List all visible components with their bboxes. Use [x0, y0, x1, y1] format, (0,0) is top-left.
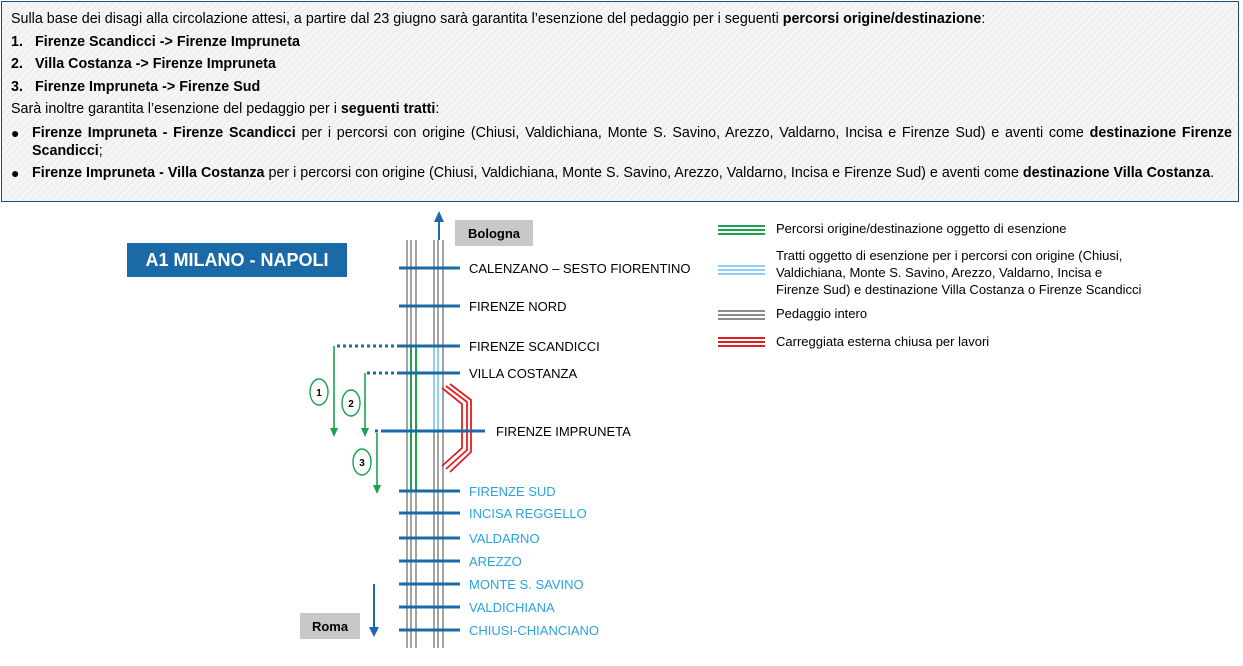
- route-badge-1: [309, 378, 329, 406]
- route-arrows: [333, 346, 378, 487]
- station-label: FIRENZE SCANDICCI: [469, 339, 600, 354]
- station-label: CALENZANO – SESTO FIORENTINO: [469, 261, 691, 276]
- route-badge-2: [341, 389, 361, 417]
- bullet-dest: destinazione Firenze Scandicci: [32, 124, 1232, 159]
- south-arrow-icon: [369, 627, 379, 637]
- route-text: Firenze Scandicci -> Firenze Impruneta: [35, 33, 300, 50]
- bullet-bold: Firenze Impruneta - Villa Costanza: [32, 164, 265, 181]
- bullet-dest: destinazione Villa Costanza: [1022, 164, 1211, 181]
- station-label: FIRENZE IMPRUNETA: [496, 424, 631, 439]
- legend-swatch-red: [718, 337, 765, 347]
- station-label: VALDICHIANA: [469, 600, 555, 615]
- station-label: MONTE S. SAVINO: [469, 577, 584, 592]
- bullet-body: per i percorsi con origine (Chiusi, Vald…: [264, 164, 1023, 181]
- station-list: CALENZANO – SESTO FIORENTINO FIRENZE NORD…: [381, 261, 691, 638]
- legend-swatch-grey: [718, 310, 765, 320]
- station-label: INCISA REGGELLO: [469, 506, 587, 521]
- intro-paragraph: Sulla base dei disagi alla circolazione …: [11, 8, 1232, 31]
- intro-bold: percorsi origine/destinazione: [782, 11, 982, 27]
- bullet-text: Firenze Impruneta - Firenze Scandicci pe…: [32, 124, 1232, 160]
- bullet-item: ● Firenze Impruneta - Villa Costanza per…: [11, 164, 1232, 182]
- exit-connectors: [337, 344, 400, 433]
- tratti-paragraph: Sarà inoltre garantita l’esenzione del p…: [11, 98, 1232, 121]
- route-number: 2.: [11, 56, 23, 72]
- motorway-lines: [406, 240, 444, 648]
- bullet-body: per i percorsi con origine (Chiusi, Vald…: [295, 124, 1090, 141]
- highway-title-box: [127, 243, 347, 277]
- lightblue-tratti: [433, 346, 439, 431]
- bullet-end: ;: [98, 142, 103, 159]
- route-item: 2. Villa Costanza -> Firenze Impruneta: [11, 53, 1232, 76]
- legend-label-grey: Pedaggio intero: [776, 306, 867, 321]
- station-label: AREZZO: [469, 554, 522, 569]
- legend-swatch-green: [718, 225, 765, 235]
- bologna-label: Bologna: [468, 226, 521, 241]
- route-item: 3. Firenze Impruneta -> Firenze Sud: [11, 76, 1232, 99]
- route-text: Villa Costanza -> Firenze Impruneta: [35, 56, 276, 72]
- bullet-dot-icon: ●: [11, 124, 20, 141]
- route-number-badges: 1 2 3: [309, 378, 372, 476]
- route-badge-2-label: 2: [348, 399, 354, 410]
- legend-label-red: Carreggiata esterna chiusa per lavori: [776, 334, 989, 349]
- route-badge-3: [352, 448, 372, 476]
- north-arrow-icon: [434, 211, 444, 222]
- tratti-suffix: :: [435, 101, 440, 117]
- bullet-item: ● Firenze Impruneta - Firenze Scandicci …: [11, 124, 1232, 160]
- station-label: VALDARNO: [469, 531, 540, 546]
- route-badge-1-label: 1: [316, 388, 322, 399]
- station-label: CHIUSI-CHIANCIANO: [469, 623, 599, 638]
- legend-label-lightblue: Tratti oggetto di esenzione per i percor…: [776, 248, 1142, 297]
- route-item: 1. Firenze Scandicci -> Firenze Impruneta: [11, 31, 1232, 54]
- station-label: FIRENZE NORD: [469, 299, 567, 314]
- highway-title: A1 MILANO - NAPOLI: [146, 250, 329, 270]
- station-label: FIRENZE SUD: [469, 484, 556, 499]
- route-number: 3.: [11, 78, 23, 95]
- route-text: Firenze Impruneta -> Firenze Sud: [35, 78, 261, 95]
- closed-carriageway: [441, 383, 472, 473]
- intro-text: Sulla base dei disagi alla circolazione …: [11, 11, 783, 27]
- roma-label-box: [300, 613, 360, 639]
- bologna-label-box: [455, 220, 533, 246]
- bullet-end: .: [1210, 164, 1215, 181]
- bullet-bold: Firenze Impruneta - Firenze Scandicci: [32, 124, 296, 141]
- notice-box: Sulla base dei disagi alla circolazione …: [1, 1, 1239, 202]
- intro-suffix: :: [981, 11, 986, 27]
- bullet-dot-icon: ●: [11, 164, 20, 181]
- route-badge-3-label: 3: [359, 458, 365, 469]
- route-arrow-heads: [330, 428, 381, 494]
- legend-swatch-lightblue: [718, 265, 765, 275]
- route-number: 1.: [11, 33, 23, 50]
- station-label: VILLA COSTANZA: [469, 366, 577, 381]
- legend: Percorsi origine/destinazione oggetto di…: [718, 221, 1142, 349]
- tratti-bold: seguenti tratti: [340, 101, 436, 117]
- roma-label: Roma: [312, 619, 349, 634]
- tratti-text: Sarà inoltre garantita l’esenzione del p…: [11, 101, 341, 117]
- legend-label-green: Percorsi origine/destinazione oggetto di…: [776, 221, 1067, 236]
- bullet-text: Firenze Impruneta - Villa Costanza per i…: [32, 164, 1232, 182]
- green-exempt-route: [410, 346, 417, 491]
